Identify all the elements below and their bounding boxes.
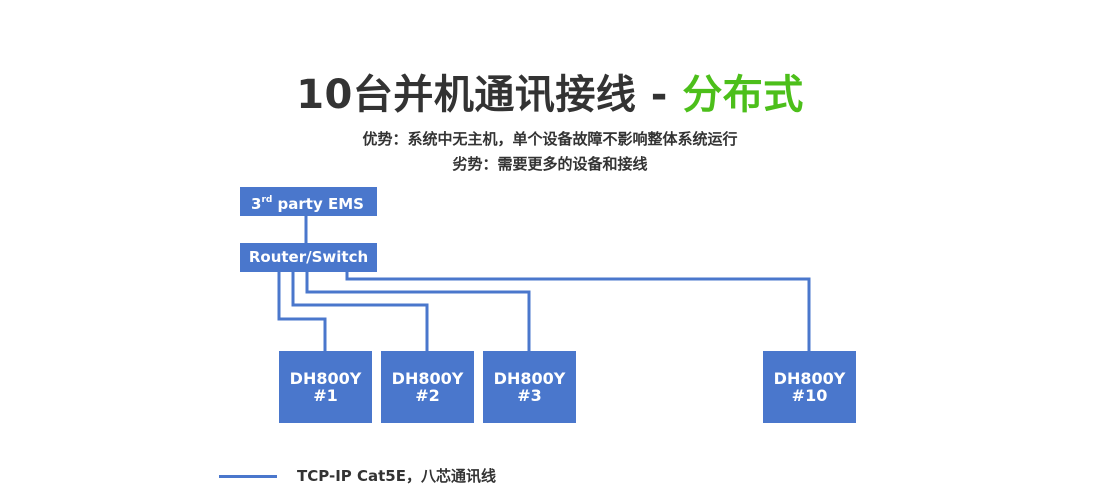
device-id: #10: [791, 386, 828, 405]
router-switch-box: Router/Switch: [240, 243, 377, 272]
ems-prefix: 3: [251, 195, 262, 213]
line-router-dev10: [345, 272, 811, 351]
title-accent: 分布式: [682, 72, 804, 118]
device-id: #1: [313, 386, 338, 405]
legend-line-swatch: [219, 475, 277, 478]
device-2: DH800Y #2: [381, 351, 474, 423]
device-id: #2: [415, 386, 440, 405]
line-router-dev1: [277, 272, 327, 351]
ems-sup: rd: [261, 195, 273, 205]
title-main: 10台并机通讯接线 -: [296, 72, 683, 118]
line-router-dev2: [291, 272, 429, 351]
device-10: DH800Y #10: [763, 351, 856, 423]
ems-box: 3rd party EMS: [240, 187, 377, 216]
legend-label: TCP-IP Cat5E，八芯通讯线: [297, 467, 496, 485]
device-3: DH800Y #3: [483, 351, 576, 423]
device-model: DH800Y: [289, 369, 362, 388]
device-model: DH800Y: [493, 369, 566, 388]
disadvantage-text: 劣势：需要更多的设备和接线: [452, 155, 648, 173]
device-id: #3: [517, 386, 542, 405]
device-model: DH800Y: [773, 369, 846, 388]
device-model: DH800Y: [391, 369, 464, 388]
device-1: DH800Y #1: [279, 351, 372, 423]
page-title: 10台并机通讯接线 - 分布式: [0, 62, 1100, 120]
line-router-dev3: [305, 272, 531, 351]
ems-rest: party EMS: [272, 195, 364, 213]
advantage-text: 优势：系统中无主机，单个设备故障不影响整体系统运行: [362, 130, 738, 148]
